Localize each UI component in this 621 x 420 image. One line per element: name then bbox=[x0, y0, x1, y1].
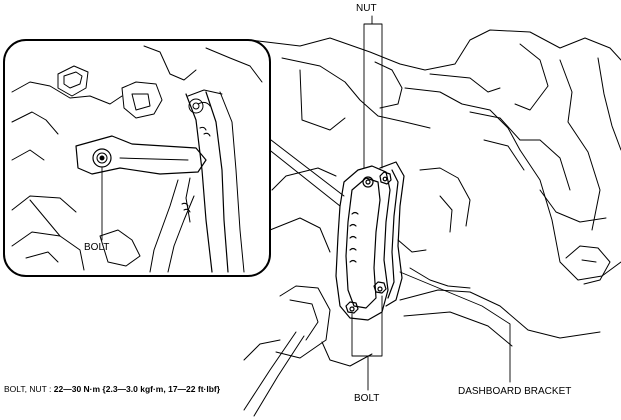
bolt-main-label: BOLT bbox=[354, 393, 380, 404]
nut-label: NUT bbox=[356, 3, 377, 14]
inset-detail-view bbox=[3, 39, 345, 277]
torque-spec-note: BOLT, NUT : 22—30 N·m {2.3—3.0 kgf·m, 17… bbox=[4, 385, 220, 394]
dashboard-bracket-main bbox=[335, 161, 405, 321]
leader-lines bbox=[101, 15, 511, 391]
bolt-inset-label: BOLT bbox=[84, 242, 110, 253]
torque-spec-value: 22—30 N·m {2.3—3.0 kgf·m, 17—22 ft·lbf} bbox=[53, 384, 221, 394]
vehicle-background-structure bbox=[243, 29, 621, 417]
torque-spec-parts: BOLT, NUT : bbox=[4, 384, 52, 394]
dashboard-bracket-label: DASHBOARD BRACKET bbox=[458, 386, 572, 397]
